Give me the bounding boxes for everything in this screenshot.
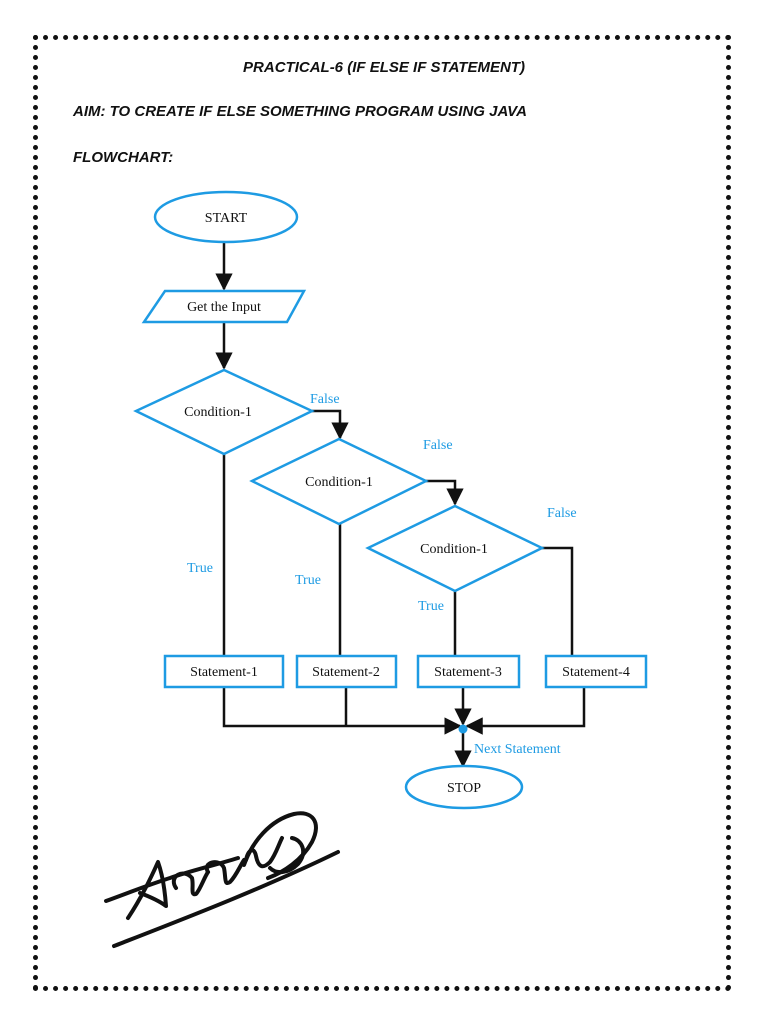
practical-title: PRACTICAL-6 (IF ELSE IF STATEMENT) (243, 59, 525, 76)
start-label: START (205, 211, 248, 226)
statement2-label: Statement-2 (312, 665, 380, 680)
statement2-node (295, 654, 398, 689)
next-statement-label: Next Statement (474, 742, 561, 757)
edge-condition3-false (542, 546, 574, 656)
flowchart-heading: FLOWCHART: (73, 149, 174, 166)
stop-label: STOP (447, 781, 481, 796)
page-border (33, 35, 731, 991)
condition2-false-label: False (423, 438, 453, 453)
condition3-false-label: False (547, 506, 577, 521)
statement4-label: Statement-4 (562, 665, 630, 680)
edge-statement1-merge (222, 687, 462, 735)
condition2-true-label: True (295, 573, 321, 588)
signature (104, 811, 340, 948)
condition3-label: Condition-1 (420, 542, 488, 557)
statement4-node (544, 654, 648, 689)
condition3-true-label: True (418, 599, 444, 614)
statement1-label: Statement-1 (190, 665, 258, 680)
statement3-label: Statement-3 (434, 665, 502, 680)
merge-point (458, 724, 468, 734)
edge-condition2-false (426, 479, 464, 506)
condition1-node (133, 368, 315, 456)
edge-statement4-merge (465, 687, 586, 735)
condition2-label: Condition-1 (305, 475, 373, 490)
edge-condition1-false (312, 409, 349, 440)
condition3-node (365, 504, 545, 593)
start-node (153, 190, 299, 244)
condition1-false-label: False (310, 392, 340, 407)
condition2-node (249, 437, 429, 526)
input-label: Get the Input (187, 300, 261, 315)
statement1-node (163, 654, 285, 689)
condition1-label: Condition-1 (184, 405, 252, 420)
aim-statement: AIM: TO CREATE IF ELSE SOMETHING PROGRAM… (73, 103, 527, 120)
input-node (141, 289, 307, 324)
condition1-true-label: True (187, 561, 213, 576)
stop-node (404, 764, 524, 810)
statement3-node (416, 654, 521, 689)
